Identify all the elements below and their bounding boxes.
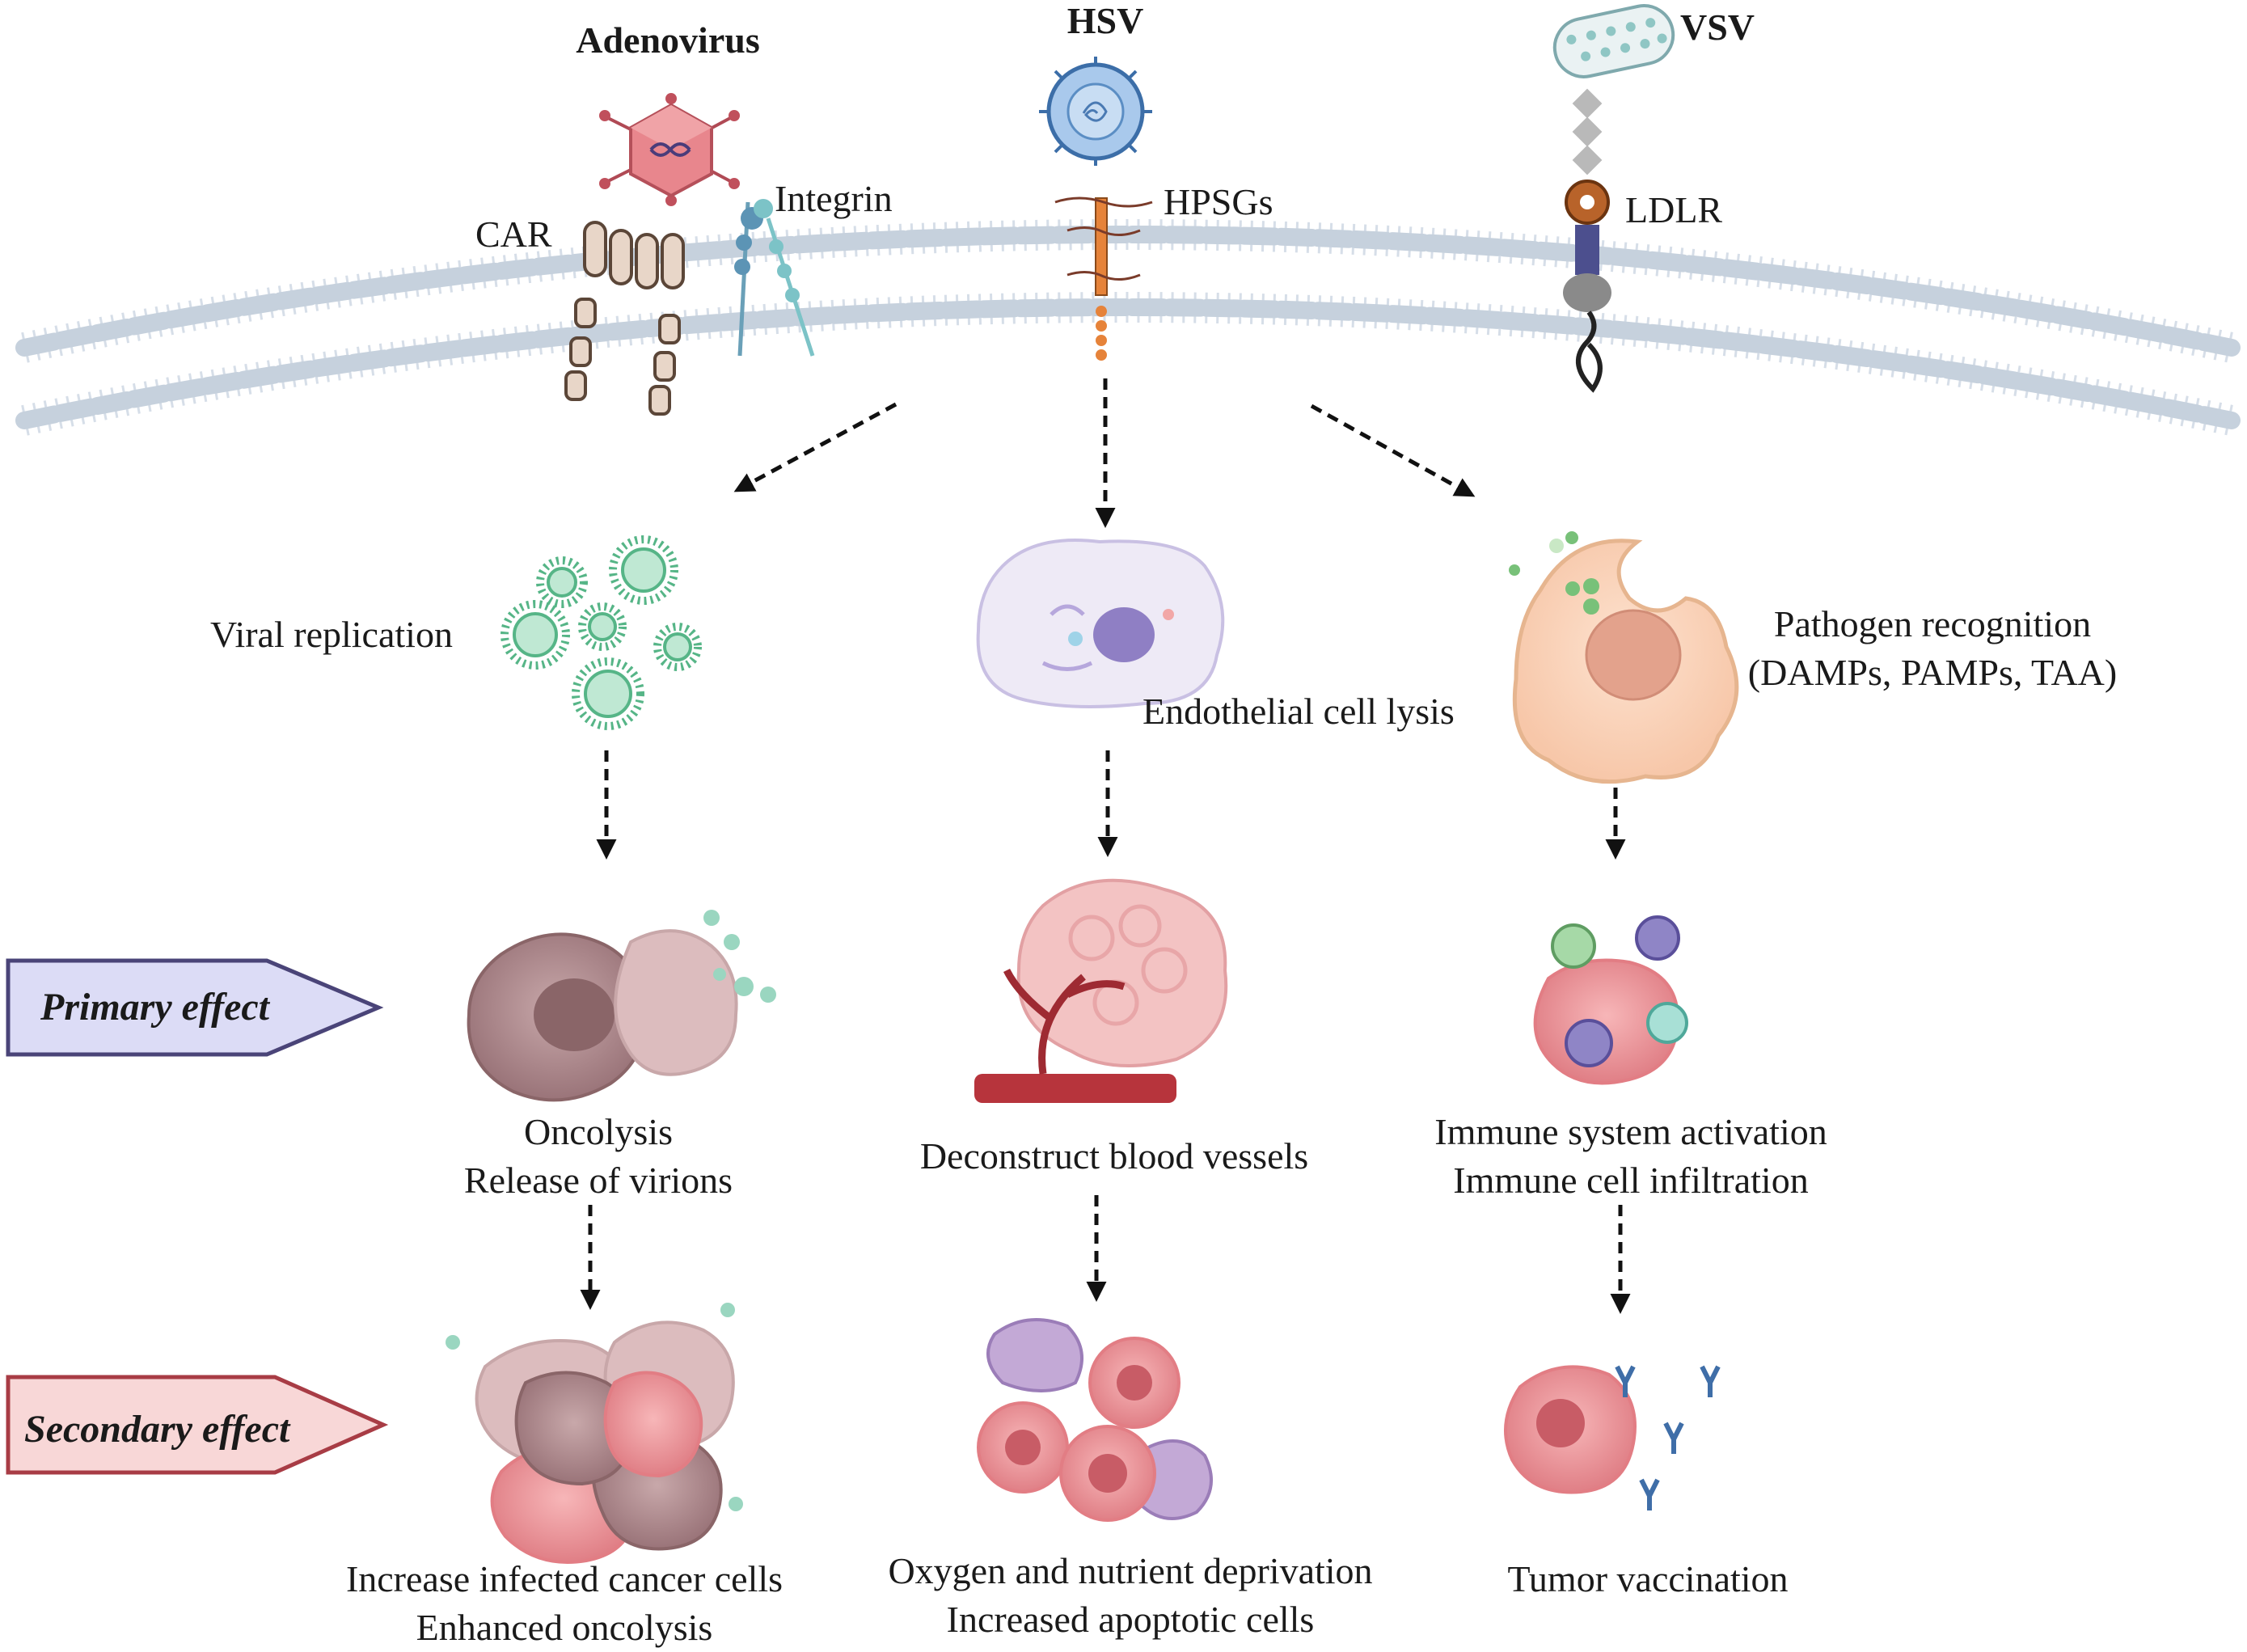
viral-replication-label: Viral replication (210, 614, 453, 655)
hsv-virion-icon (1039, 57, 1152, 166)
tumor-blood-vessel-icon (974, 878, 1228, 1103)
ldlr-receptor-icon (1563, 88, 1611, 393)
deconstruct-vessels-label: Deconstruct blood vessels (919, 1135, 1309, 1177)
endothelial-cell-icon (976, 539, 1225, 708)
primary-effect-banner (6, 958, 384, 1057)
secondary-effect-banner (6, 1375, 389, 1475)
oxygen-deprivation-label: Oxygen and nutrient deprivation (888, 1550, 1373, 1591)
immune-infiltration-label: Immune cell infiltration (1453, 1160, 1809, 1201)
adenovirus-label: Adenovirus (576, 19, 760, 61)
tumor-vaccination-icon (1504, 1365, 1721, 1510)
cell-membrane (15, 219, 2241, 436)
immune-cells-icon (1533, 915, 1688, 1085)
hpsgs-receptor-icon (1054, 196, 1153, 361)
infected-cancer-cells-icon (446, 1303, 743, 1564)
oncolysis-label: Oncolysis (524, 1111, 673, 1152)
enhanced-oncolysis-label: Enhanced oncolysis (416, 1607, 713, 1648)
increase-infected-label: Increase infected cancer cells (345, 1558, 783, 1599)
release-virions-label: Release of virions (463, 1160, 733, 1201)
hsv-label: HSV (1066, 0, 1144, 41)
oncolysis-cells-icon (467, 910, 776, 1102)
pathogen-recognition-detail: (DAMPs, PAMPs, TAA) (1747, 652, 2118, 693)
immune-activation-label: Immune system activation (1434, 1111, 1827, 1152)
car-label: CAR (475, 213, 552, 255)
secondary-effect-label: Secondary effect (24, 1408, 290, 1451)
integrin-label: Integrin (775, 178, 893, 219)
hpsgs-label: HPSGs (1164, 181, 1273, 222)
car-receptor-icon (564, 221, 685, 416)
vsv-virion-icon (1552, 4, 1675, 78)
tumor-vaccination-label: Tumor vaccination (1507, 1558, 1789, 1599)
ldlr-label: LDLR (1625, 189, 1723, 230)
pathway-arrows (580, 378, 1631, 1314)
endothelial-lysis-label: Endothelial cell lysis (1143, 691, 1455, 732)
apoptotic-cells-label: Increased apoptotic cells (946, 1599, 1315, 1640)
replicating-virions-icon (501, 535, 702, 730)
macrophage-icon (1509, 531, 1739, 784)
apoptotic-cells-icon (977, 1318, 1213, 1522)
pathogen-recognition-label: Pathogen recognition (1773, 603, 2092, 644)
adenovirus-icon (599, 93, 740, 206)
vsv-label: VSV (1680, 6, 1755, 48)
primary-effect-label: Primary effect (40, 986, 270, 1029)
integrin-receptor-icon (734, 199, 815, 357)
